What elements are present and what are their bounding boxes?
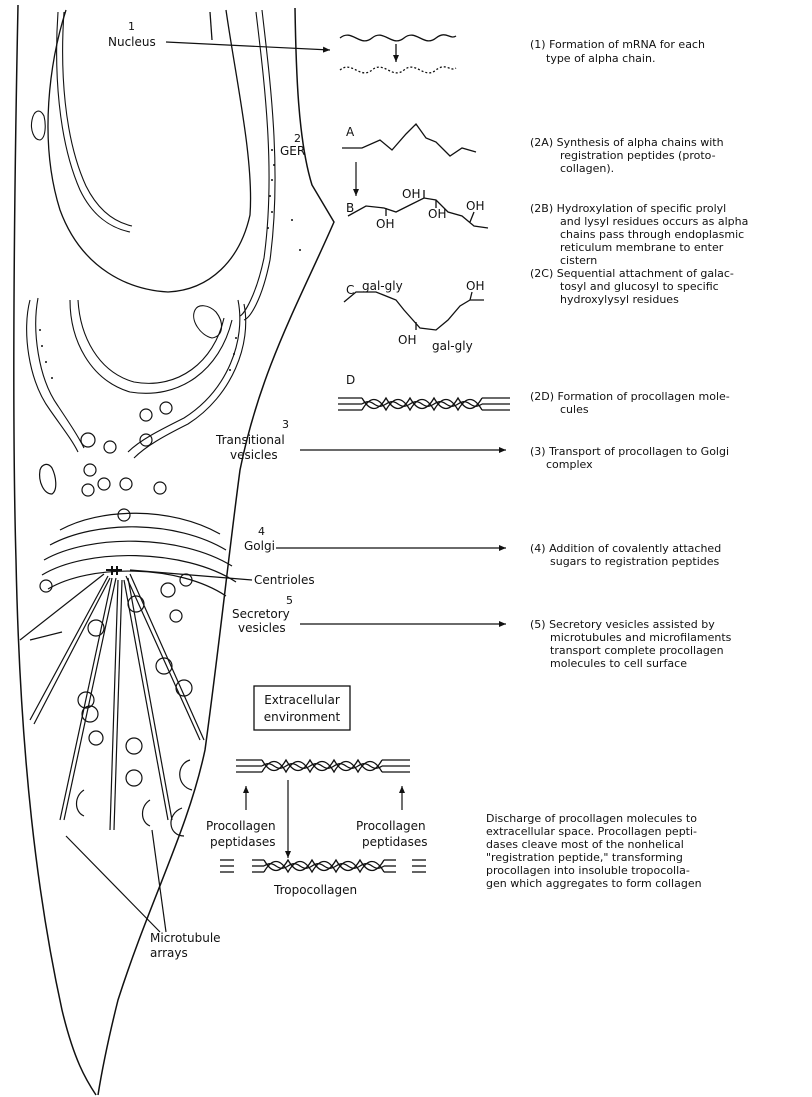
- step-2a-line-3: collagen).: [560, 162, 614, 175]
- step-2b-text: (2B) Hydroxylation of specific prolyl an…: [530, 202, 748, 267]
- step-2a-text: (2A) Synthesis of alpha chains with regi…: [530, 136, 724, 175]
- step-2a-line-2: registration peptides (proto-: [560, 149, 716, 162]
- step-2c-line-1: (2C) Sequential attachment of galac-: [530, 267, 734, 280]
- microtubule-arrays: [20, 574, 204, 830]
- transitional-label-2: vesicles: [230, 448, 278, 462]
- discharge-text: Discharge of procollagen molecules to ex…: [486, 812, 702, 890]
- galgly-label-1: gal-gly: [362, 279, 403, 293]
- step-2b-line-5: cistern: [560, 254, 597, 267]
- secretory-vesicles: [40, 574, 192, 836]
- discharge-line-4: "registration peptide," transforming: [486, 851, 683, 864]
- nucleus-number: 1: [128, 20, 135, 33]
- oh-label-3: OH: [428, 207, 446, 221]
- step-1-text: (1) Formation of mRNA for each type of a…: [530, 38, 705, 65]
- secretory-number: 5: [286, 594, 293, 607]
- transitional-label-1: Transitional: [215, 433, 285, 447]
- chain-c-label: C: [346, 283, 354, 297]
- step-5-line-2: microtubules and microfilaments: [550, 631, 732, 644]
- step-2c-line-2: tosyl and glucosyl to specific: [560, 280, 719, 293]
- golgi-label: Golgi: [244, 539, 275, 553]
- step-3-text: (3) Transport of procollagen to Golgi co…: [530, 445, 729, 471]
- chain-a-label: A: [346, 125, 355, 139]
- extracellular-label-1: Extracellular: [264, 693, 340, 707]
- oh-label-4: OH: [466, 199, 484, 213]
- step-4-line-1: (4) Addition of covalently attached: [530, 542, 721, 555]
- mrna-strands: [340, 35, 456, 73]
- centrioles-label: Centrioles: [254, 573, 315, 587]
- chain-c: [344, 292, 484, 330]
- tropocollagen-label: Tropocollagen: [273, 883, 357, 897]
- step-2c-line-3: hydroxylysyl residues: [560, 293, 679, 306]
- procollagen-helix: [338, 398, 510, 410]
- step-2d-line-1: (2D) Formation of procollagen mole-: [530, 390, 730, 403]
- step-2b-line-3: chains pass through endoplasmic: [560, 228, 744, 241]
- transitional-number: 3: [282, 418, 289, 431]
- microtubule-label-2: arrays: [150, 946, 188, 960]
- procollagen-left-label-2: peptidases: [210, 835, 276, 849]
- discharge-line-1: Discharge of procollagen molecules to: [486, 812, 697, 825]
- discharge-line-2: extracellular space. Procollagen pepti-: [486, 825, 697, 838]
- chain-a: [342, 124, 476, 156]
- procollagen-right-label-1: Procollagen: [356, 819, 426, 833]
- nucleus-label: Nucleus: [108, 35, 156, 49]
- oh-label-5: OH: [398, 333, 416, 347]
- microtubule-label-1: Microtubule: [150, 931, 221, 945]
- discharge-line-3: dases cleave most of the nonhelical: [486, 838, 684, 851]
- step-3-line-1: (3) Transport of procollagen to Golgi: [530, 445, 729, 458]
- discharge-line-5: procollagen into insoluble tropocolla-: [486, 864, 690, 877]
- oh-label-6: OH: [466, 279, 484, 293]
- step-2b-line-1: (2B) Hydroxylation of specific prolyl: [530, 202, 726, 215]
- golgi-number: 4: [258, 525, 265, 538]
- secretory-label-1: Secretory: [232, 607, 290, 621]
- step-2d-line-2: cules: [560, 403, 589, 416]
- procollagen-right-label-2: peptidases: [362, 835, 428, 849]
- step-1-line-1: (1) Formation of mRNA for each: [530, 38, 705, 51]
- step-3-line-2: complex: [546, 458, 593, 471]
- step-5-line-4: molecules to cell surface: [550, 657, 687, 670]
- step-1-line-2: type of alpha chain.: [546, 52, 655, 65]
- chain-b-label: B: [346, 201, 354, 215]
- step-5-text: (5) Secretory vesicles assisted by micro…: [530, 618, 732, 670]
- oh-label-2: OH: [376, 217, 394, 231]
- transitional-vesicles: [40, 402, 172, 521]
- step-2c-text: (2C) Sequential attachment of galac- tos…: [530, 267, 734, 306]
- discharge-line-6: gen which aggregates to form collagen: [486, 877, 702, 890]
- step-4-line-2: sugars to registration peptides: [550, 555, 720, 568]
- tropocollagen-helix: [220, 860, 426, 872]
- oh-label-1: OH: [402, 187, 420, 201]
- step-2a-line-1: (2A) Synthesis of alpha chains with: [530, 136, 724, 149]
- step-4-text: (4) Addition of covalently attached suga…: [530, 542, 721, 568]
- extracellular-label-2: environment: [264, 710, 341, 724]
- procollagen-left-label-1: Procollagen: [206, 819, 276, 833]
- leader-lines: [66, 42, 506, 932]
- step-5-line-3: transport complete procollagen: [550, 644, 724, 657]
- step-2d-text: (2D) Formation of procollagen mole- cule…: [530, 390, 730, 416]
- nucleus-shape: [48, 10, 251, 292]
- secretory-label-2: vesicles: [238, 621, 286, 635]
- golgi-stack: [42, 513, 236, 596]
- step-5-line-1: (5) Secretory vesicles assisted by: [530, 618, 715, 631]
- ger-membranes: [27, 10, 275, 458]
- procollagen-helix-lower: [236, 760, 410, 772]
- step-2b-line-2: and lysyl residues occurs as alpha: [560, 215, 748, 228]
- ger-label: GER: [280, 144, 305, 158]
- centriole-marks: [106, 566, 122, 575]
- galgly-label-2: gal-gly: [432, 339, 473, 353]
- step-2b-line-4: reticulum membrane to enter: [560, 241, 724, 254]
- chain-d-label: D: [346, 373, 355, 387]
